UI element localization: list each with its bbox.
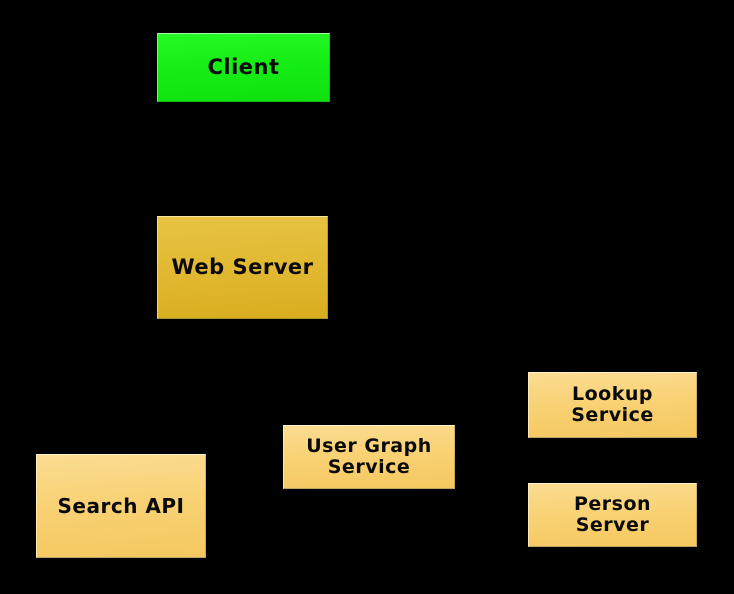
node-label-user-graph-service: User Graph Service [306, 434, 432, 478]
node-label-person-server: Person Server [573, 492, 652, 536]
node-label-web-server: Web Server [171, 254, 314, 279]
node-user-graph-service[interactable]: User Graph Service [283, 425, 455, 489]
node-person-server[interactable]: Person Server [528, 483, 697, 547]
node-search-api[interactable]: Search API [36, 454, 206, 558]
node-label-search-api: Search API [57, 493, 185, 518]
node-label-client: Client [207, 54, 280, 79]
node-label-lookup-service: Lookup Service [571, 382, 654, 426]
node-client[interactable]: Client [157, 33, 330, 102]
node-lookup-service[interactable]: Lookup Service [528, 372, 697, 438]
node-web-server[interactable]: Web Server [157, 216, 328, 319]
